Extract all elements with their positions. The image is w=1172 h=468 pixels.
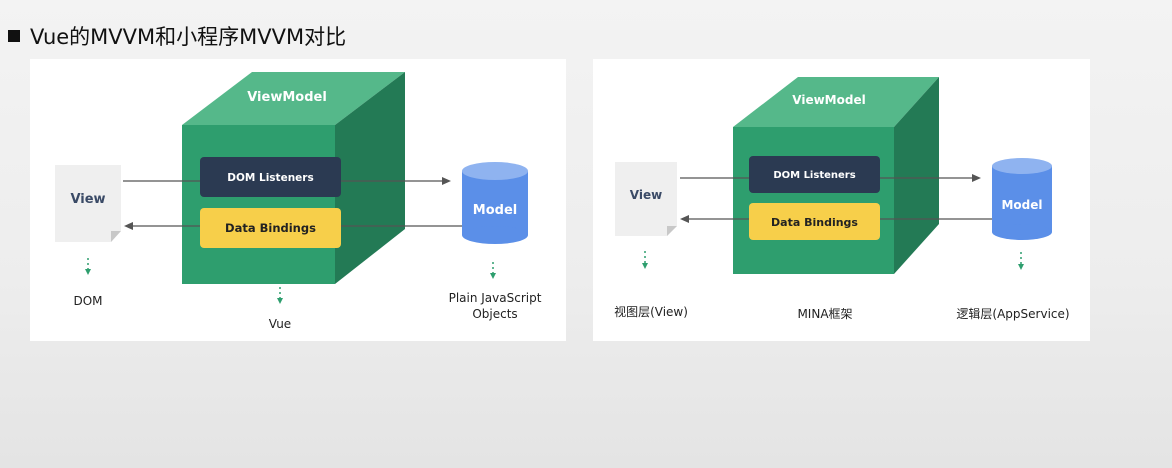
- vue-view-down-arrow-icon: [85, 269, 91, 275]
- vue-bindings-arrowhead: [124, 222, 133, 230]
- vue-dom-caption: DOM: [73, 294, 102, 308]
- slide-title-text: Vue的MVVM和小程序MVVM对比: [30, 25, 347, 49]
- mini-data-bindings-box: [749, 203, 880, 240]
- mini-dom-listeners-box: [749, 156, 880, 193]
- vue-mvvm-diagram: ViewModel DOM Listeners Data Bindings Vi…: [30, 59, 566, 341]
- vue-view-fold: [111, 231, 121, 242]
- vue-model-cylinder-body: [462, 171, 528, 235]
- vue-model-label: Model: [473, 203, 517, 218]
- mini-cube-side: [894, 77, 939, 274]
- vue-listeners-arrowhead: [442, 177, 451, 185]
- vue-cube-front: [182, 125, 335, 284]
- vue-data-bindings-label: Data Bindings: [225, 221, 316, 235]
- mini-model-caption: 逻辑层(AppService): [956, 307, 1069, 321]
- vue-model-caption-line2: Objects: [472, 307, 517, 321]
- mini-mvvm-svg: ViewModel DOM Listeners Data Bindings Vi…: [614, 77, 1070, 321]
- vue-data-bindings-box: [200, 208, 341, 248]
- mini-view-document-icon: [615, 162, 677, 236]
- mini-model-cylinder-top: [992, 158, 1052, 174]
- mini-listeners-arrowhead: [972, 174, 981, 182]
- slide-title: Vue的MVVM和小程序MVVM对比: [8, 22, 346, 50]
- mini-center-caption: MINA框架: [797, 307, 852, 321]
- mini-view-label: View: [630, 188, 662, 202]
- vue-model-caption-line1: Plain JavaScript: [449, 291, 542, 305]
- mini-bindings-arrowhead: [680, 215, 689, 223]
- mini-dom-listeners-label: DOM Listeners: [773, 170, 855, 181]
- vue-center-caption: Vue: [269, 317, 291, 331]
- mini-program-mvvm-diagram: ViewModel DOM Listeners Data Bindings Vi…: [593, 59, 1090, 341]
- mini-model-cylinder-body: [992, 166, 1052, 232]
- mini-data-bindings-label: Data Bindings: [771, 216, 858, 229]
- vue-model-down-arrow-icon: [490, 273, 496, 279]
- mini-view-caption: 视图层(View): [614, 304, 688, 319]
- vue-viewmodel-label: ViewModel: [247, 90, 327, 105]
- mini-view-down-arrow-icon: [642, 263, 648, 269]
- mini-cube-top: [733, 77, 939, 127]
- mini-model-label: Model: [1001, 198, 1042, 212]
- vue-mvvm-svg: ViewModel DOM Listeners Data Bindings Vi…: [55, 72, 542, 331]
- mini-cube-front: [733, 127, 894, 274]
- mini-viewmodel-label: ViewModel: [792, 93, 865, 107]
- vue-cube-side: [335, 72, 405, 284]
- vue-dom-listeners-box: [200, 157, 341, 197]
- vue-view-label: View: [70, 192, 105, 207]
- vue-model-cylinder-top: [462, 162, 528, 180]
- vue-model-cylinder-bottom: [462, 226, 528, 244]
- mini-view-fold: [667, 226, 677, 236]
- vue-dom-listeners-label: DOM Listeners: [227, 172, 313, 184]
- mini-model-cylinder-bottom: [992, 224, 1052, 240]
- vue-view-document-icon: [55, 165, 121, 242]
- mini-model-down-arrow-icon: [1018, 264, 1024, 270]
- square-bullet-icon: [8, 30, 20, 42]
- vue-cube-top: [182, 72, 405, 125]
- vue-center-down-arrow-icon: [277, 298, 283, 304]
